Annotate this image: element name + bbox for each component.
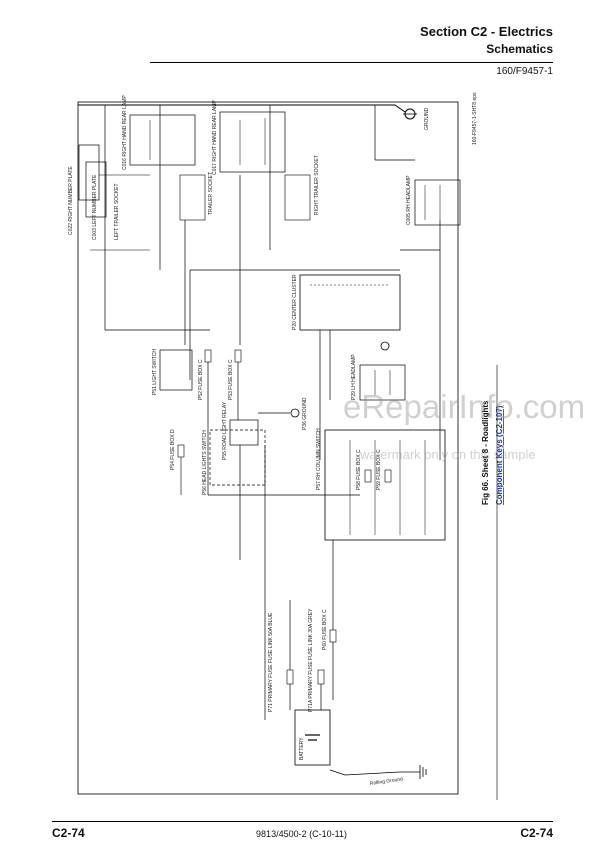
c016-label: C016 RIGHT HAND REAR LAMP: [122, 95, 128, 170]
header-divider: [150, 62, 553, 63]
schematic-frame: [77, 101, 459, 795]
p36-label: P36 GROUND: [302, 397, 308, 430]
rolling-ground-label: Rolling Ground: [369, 776, 403, 787]
page-number-right: C2-74: [520, 826, 553, 840]
p57-label: P57 RH COLUMN SWITCH: [316, 428, 322, 490]
p55-box: [229, 419, 259, 446]
p60-fuse: [329, 629, 337, 643]
p59-label: P59 FUSE BOX C: [376, 449, 382, 490]
p56-box: [209, 429, 266, 486]
footer-document-id: 9813/4500-2 (C-10-11): [256, 829, 347, 839]
p59-fuse: [384, 469, 392, 483]
p20-label: P20 CENTER CLUSTER: [292, 274, 298, 330]
battery-box: [294, 709, 331, 766]
trailer-socket-right-box: [284, 174, 311, 221]
document-number: 160/F9457-1: [496, 66, 553, 77]
p51-box: [159, 349, 193, 391]
p52-label: P52 FUSE BOX C: [198, 359, 204, 400]
c017-box: [219, 111, 286, 173]
c022-box: [78, 144, 100, 201]
figure-caption: Fig 66. Sheet 8 - Roadlights: [481, 400, 490, 505]
p51-label: P51 LIGHT SWITCH: [152, 349, 158, 395]
trailer-socket-left-label: LEFT TRAILER SOCKET: [114, 184, 120, 241]
p71a-label: P71A PRIMARY FUSE FUSE LINK 30A GREY: [308, 608, 314, 712]
c003-label: C003 LEFT NUMBER PLATE: [92, 174, 98, 240]
p29-label: P29 LH HEADLAMP: [351, 354, 357, 400]
battery-label: BATTERY: [299, 737, 305, 760]
drawing-ref-label: 160-F9457-1-SHT8.eps: [472, 92, 478, 145]
p54-label: P54 FUSE BOX D: [170, 429, 176, 470]
p58-label: P58 FUSE BOX C: [356, 449, 362, 490]
p60-label: P60 FUSE BOX C: [322, 609, 328, 650]
p53-label: P53 FUSE BOX C: [228, 359, 234, 400]
page-number-left: C2-74: [52, 826, 85, 840]
c005-box: [414, 179, 461, 226]
trailer-socket-right-label: RIGHT TRAILER SOCKET: [314, 155, 320, 215]
p55-label: P55 ROAD LIGHT RELAY: [222, 401, 228, 460]
p54-fuse: [177, 444, 185, 458]
p71-fuse: [286, 669, 294, 685]
p36-ground-symbol: [290, 408, 300, 418]
p20-box: [299, 274, 401, 331]
p56-label: P56 HEAD LIGHTS SWITCH: [202, 430, 208, 495]
trailer-socket-mid-box: [179, 174, 206, 221]
component-keys-link[interactable]: Component Keys (C2-107): [495, 405, 504, 505]
c005-label: C005 RH HEADLAMP: [406, 175, 412, 225]
section-title: Section C2 - Electrics: [420, 24, 553, 39]
p52-fuse: [204, 349, 212, 363]
c003-box: [85, 161, 107, 218]
ground-label-top: GROUND: [424, 107, 430, 130]
c022-label: C022 RIGHT NUMBER PLATE: [68, 166, 74, 235]
component-keys-text[interactable]: Component Keys (C2-107): [495, 405, 504, 505]
ground-symbol-cluster: [380, 341, 390, 351]
c017-label: C017 RIGHT HAND REAR LAMP: [212, 100, 218, 175]
p57-box: [324, 429, 446, 541]
section-subtitle: Schematics: [486, 42, 553, 56]
p58-fuse: [364, 469, 372, 483]
p53-fuse: [234, 349, 242, 363]
c016-box: [129, 114, 196, 166]
trailer-socket-mid-label: TRAILER SOCKET: [208, 172, 214, 215]
footer-divider: [52, 821, 553, 822]
p71a-fuse: [317, 669, 325, 685]
p29-box: [359, 364, 406, 401]
p71-label: P71 PRIMARY FUSE FUSE LINK 50A BLUE: [268, 612, 274, 712]
